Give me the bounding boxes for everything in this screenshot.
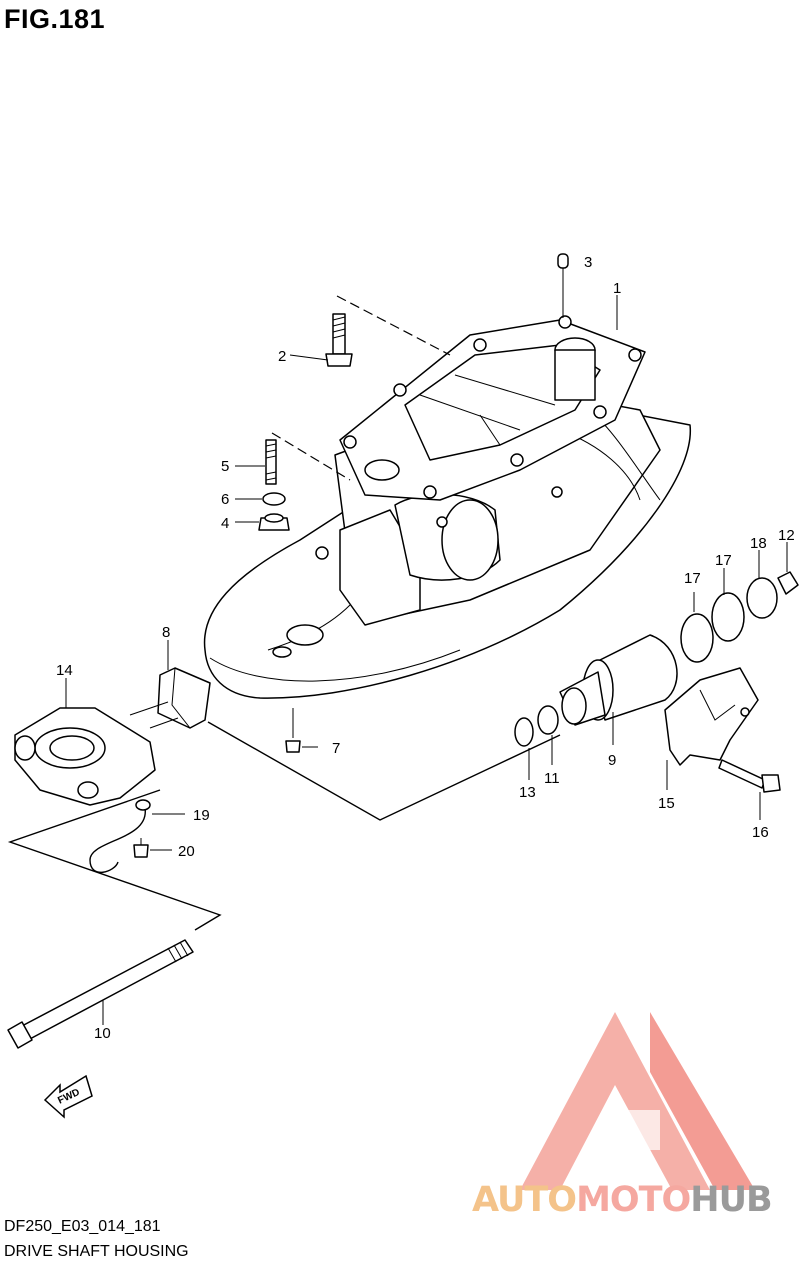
- callout-19: 19: [193, 807, 210, 824]
- bolt-part-20: [133, 838, 149, 858]
- callout-17b: 17: [715, 552, 732, 569]
- callout-11: 11: [544, 770, 560, 787]
- callout-17a: 17: [684, 570, 701, 587]
- callout-20: 20: [178, 843, 195, 860]
- rubber-mount-part-9: [559, 634, 678, 726]
- callout-1: 1: [613, 280, 621, 297]
- nut-part-12: [777, 571, 799, 595]
- fwd-arrow-icon: FWD: [43, 1074, 93, 1119]
- figure-title: FIG.181: [4, 4, 106, 34]
- callout-labels: 1 2 3 4 5 6 7 8 9 10 11 12 13 14 15 16 1…: [56, 254, 795, 1042]
- washer-part-18: [746, 577, 778, 619]
- callout-13: 13: [519, 784, 536, 801]
- dowel-pin-part-3: [557, 253, 569, 269]
- callout-6: 6: [221, 491, 229, 508]
- callout-16: 16: [752, 824, 769, 841]
- callout-15: 15: [658, 795, 675, 812]
- nut-part-4: [258, 513, 290, 531]
- watermark-hub: HUB: [690, 1180, 772, 1220]
- callout-7: 7: [332, 740, 340, 757]
- washer-part-6: [262, 492, 286, 506]
- callout-5: 5: [221, 458, 229, 475]
- callout-8: 8: [162, 624, 170, 641]
- washer-part-11: [537, 705, 559, 735]
- callout-3: 3: [584, 254, 592, 271]
- leader-lines: [7, 268, 788, 1025]
- watermark-brand-text: AUTOMOTOHUB: [472, 1180, 773, 1220]
- bolt-part-7: [285, 708, 301, 753]
- callout-10: 10: [94, 1025, 111, 1042]
- callout-12: 12: [778, 527, 795, 544]
- callout-4: 4: [221, 515, 229, 532]
- callout-9: 9: [608, 752, 616, 769]
- callout-14: 14: [56, 662, 73, 679]
- watermark-logo: [520, 1012, 755, 1190]
- ground-cable-part-19: [89, 799, 151, 873]
- callout-2: 2: [278, 348, 286, 365]
- callout-18: 18: [750, 535, 767, 552]
- watermark-auto: AUTO: [472, 1180, 577, 1220]
- washer-part-17b: [711, 592, 745, 642]
- drive-shaft-housing-part: [203, 315, 691, 699]
- watermark-moto: MOTO: [576, 1180, 691, 1220]
- clamp-part-15: [664, 667, 759, 766]
- bracket-part-14: [14, 707, 156, 806]
- long-bolt-part-10: [7, 939, 194, 1049]
- diagram-code: DF250_E03_014_181: [4, 1218, 161, 1235]
- washer-part-17a: [680, 613, 714, 663]
- bolt-part-2: [325, 313, 353, 367]
- diagram-name: DRIVE SHAFT HOUSING: [4, 1243, 189, 1260]
- mount-pad-part-8: [129, 667, 211, 729]
- bolt-part-16: [718, 759, 781, 793]
- stud-part-5: [265, 439, 277, 485]
- washer-part-13: [514, 717, 534, 747]
